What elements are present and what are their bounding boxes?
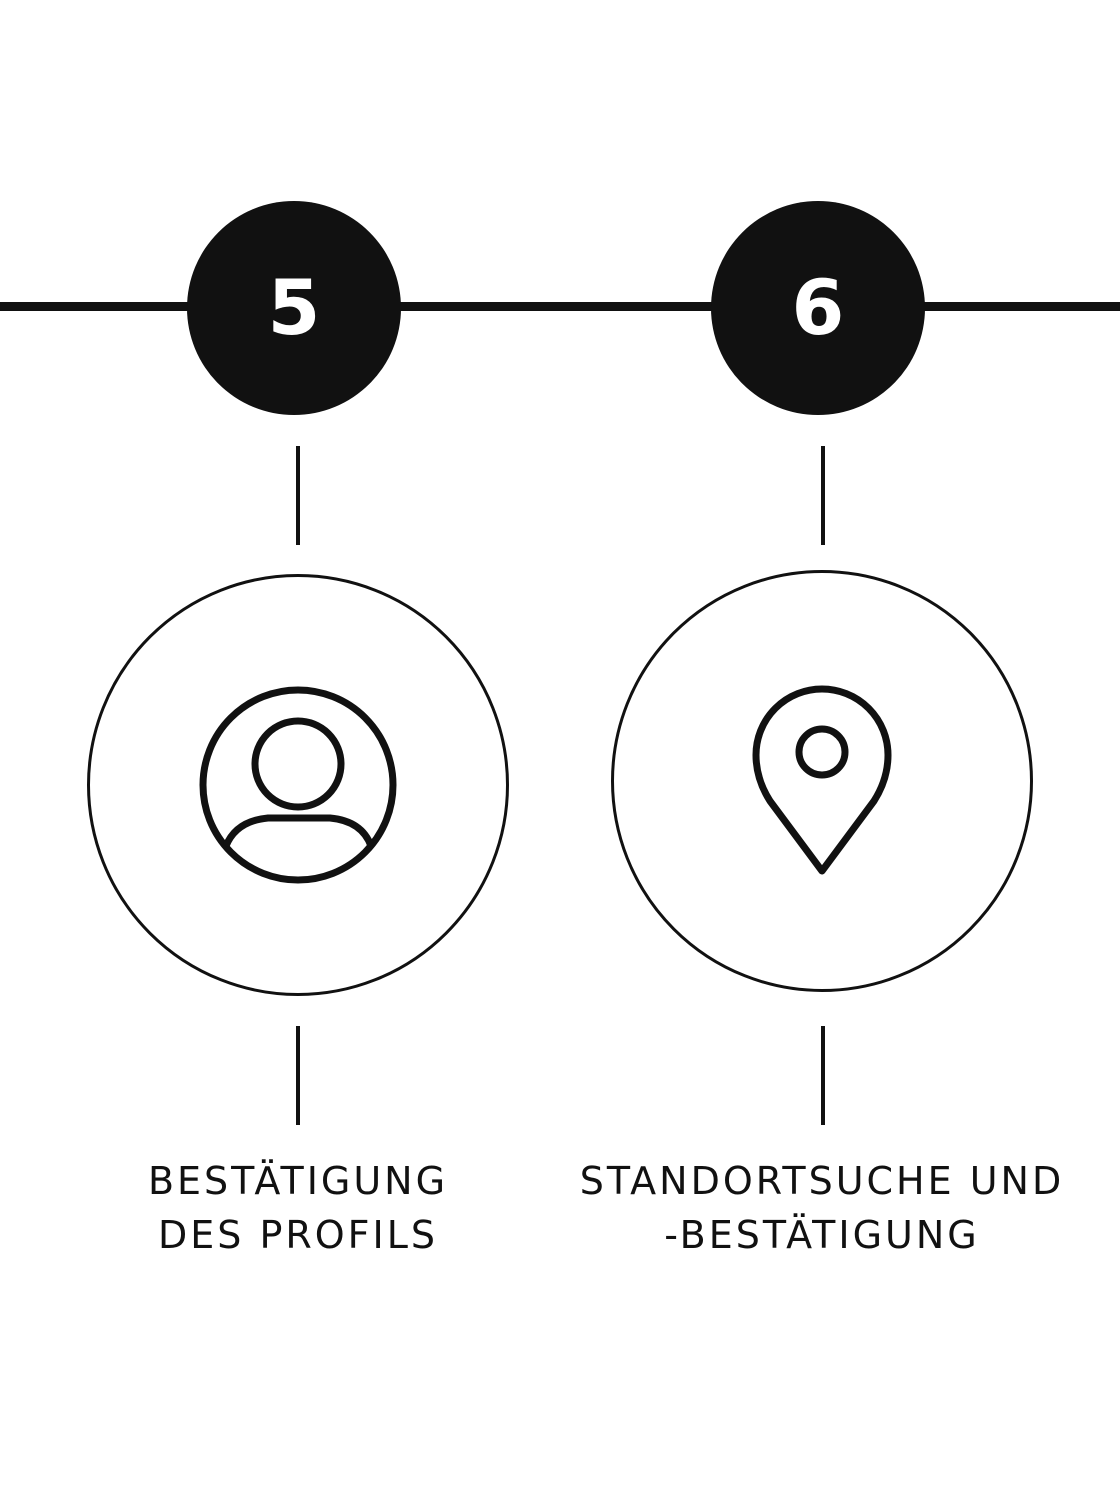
step-5-number: 5 bbox=[267, 263, 321, 352]
step-6-bottom-connector bbox=[821, 1026, 825, 1125]
step-5-icon-circle bbox=[87, 574, 509, 996]
step-5-label-line-1: BESTÄTIGUNG bbox=[147, 1159, 449, 1203]
step-6-icon-circle bbox=[611, 570, 1033, 992]
step-5-top-connector bbox=[296, 446, 300, 545]
step-6-label-line-2: -BESTÄTIGUNG bbox=[664, 1213, 980, 1257]
timeline-line bbox=[0, 302, 1120, 311]
step-6-label-line-1: STANDORTSUCHE UND bbox=[579, 1159, 1065, 1203]
step-5-label: BESTÄTIGUNG DES PROFILS bbox=[28, 1154, 568, 1262]
step-6-top-connector bbox=[821, 446, 825, 545]
location-pin-icon bbox=[752, 685, 892, 875]
step-6-label: STANDORTSUCHE UND -BESTÄTIGUNG bbox=[552, 1154, 1092, 1262]
step-6-number-circle: 6 bbox=[711, 201, 925, 415]
user-profile-icon bbox=[199, 686, 397, 884]
step-5-label-line-2: DES PROFILS bbox=[157, 1213, 439, 1257]
step-6-number: 6 bbox=[791, 263, 845, 352]
step-5-number-circle: 5 bbox=[187, 201, 401, 415]
step-5-bottom-connector bbox=[296, 1026, 300, 1125]
